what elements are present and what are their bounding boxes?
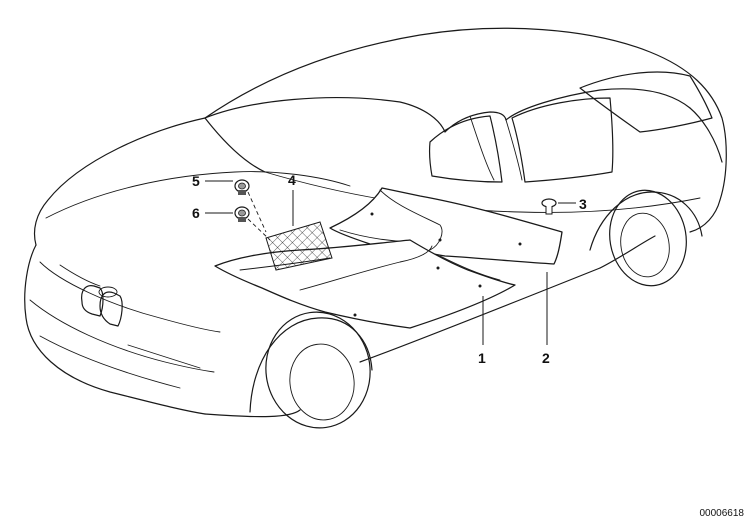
insulation-pad bbox=[265, 221, 333, 271]
clip-fastener-lower bbox=[234, 206, 250, 222]
callout-label-4: 4 bbox=[288, 172, 296, 188]
callout-label-3: 3 bbox=[579, 196, 587, 212]
expanding-rivet bbox=[541, 198, 557, 215]
diagram-reference-number: 00006618 bbox=[700, 508, 745, 519]
car-body-outline bbox=[24, 27, 727, 429]
callout-label-2: 2 bbox=[542, 350, 550, 366]
clip-fastener-upper bbox=[234, 179, 250, 195]
callout-label-6: 6 bbox=[192, 205, 200, 221]
callout-label-1: 1 bbox=[478, 350, 486, 366]
callout-label-5: 5 bbox=[192, 173, 200, 189]
leader-lines bbox=[205, 180, 576, 345]
